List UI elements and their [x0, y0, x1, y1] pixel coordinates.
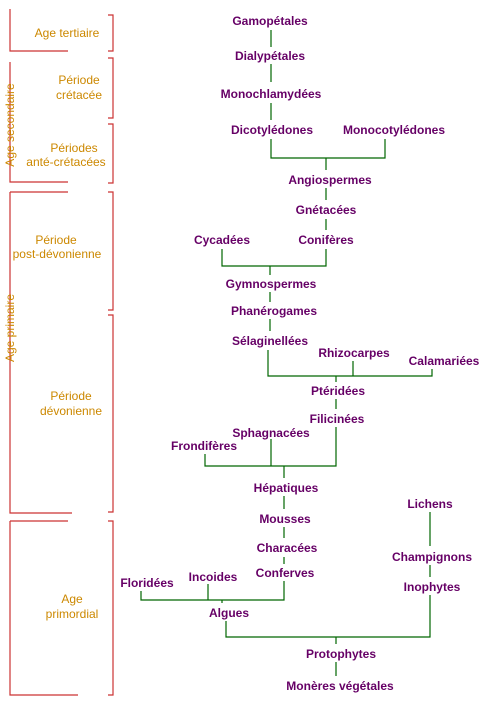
- tree-nodes: Gamopétales Dialypétales Monochlamydées …: [120, 14, 479, 693]
- node-coniferes: Conifères: [298, 233, 354, 247]
- node-gamopetales: Gamopétales: [232, 14, 308, 28]
- edge-protophytes-fork: [225, 595, 431, 644]
- node-selaginellees: Sélaginellées: [232, 334, 308, 348]
- node-angiospermes: Angiospermes: [288, 173, 372, 187]
- era-age-tertiaire: Age tertiaire: [35, 26, 100, 40]
- node-conferves: Conferves: [256, 566, 315, 580]
- node-phanerogames: Phanérogames: [231, 304, 317, 318]
- bracket-age-tertiaire-right: [108, 14, 114, 52]
- node-dicotyledones: Dicotylédones: [231, 123, 313, 137]
- node-moneres-vegetales: Monères végétales: [286, 679, 394, 693]
- era-brackets: [9, 9, 114, 696]
- era-age-secondaire: Age secondaire: [3, 83, 17, 167]
- era-cretacee-line2: crétacée: [56, 88, 102, 102]
- node-monocotyledones: Monocotylédones: [343, 123, 445, 137]
- node-rhizocarpes: Rhizocarpes: [318, 346, 390, 360]
- node-frondiferes: Frondifères: [171, 439, 237, 453]
- bracket-age-primaire: [9, 191, 72, 514]
- node-gnetacees: Gnétacées: [296, 203, 357, 217]
- node-dialypetales: Dialypétales: [235, 49, 305, 63]
- era-ante-cretacees-line2: anté-crétacées: [26, 155, 105, 169]
- edge-pteridees-fork: [267, 350, 433, 382]
- edge-gymnospermes-fork: [221, 249, 327, 275]
- era-labels: Age tertiaire Age secondaire Période cré…: [3, 26, 106, 621]
- edge-hepatiques-fork: [204, 427, 337, 478]
- node-incoides: Incoides: [189, 570, 238, 584]
- era-cretacee-line1: Période: [58, 73, 100, 87]
- node-champignons: Champignons: [392, 550, 472, 564]
- edge-algues-fork: [140, 581, 285, 603]
- edge-angiospermes-fork: [270, 139, 386, 170]
- node-inophytes: Inophytes: [404, 580, 461, 594]
- bracket-age-primordial-right: [108, 520, 114, 696]
- node-floridees: Floridées: [120, 576, 174, 590]
- node-characees: Characées: [257, 541, 318, 555]
- node-protophytes: Protophytes: [306, 647, 376, 661]
- node-filicinees: Filicinées: [310, 412, 365, 426]
- era-post-devonienne-line2: post-dévonienne: [13, 247, 102, 261]
- bracket-age-tertiaire-left: [9, 9, 68, 52]
- bracket-age-primordial-left: [9, 520, 78, 696]
- era-age-primaire: Age primaire: [3, 294, 17, 362]
- era-age-primordial-line1: Age: [61, 592, 83, 606]
- node-calamariees: Calamariées: [409, 354, 480, 368]
- era-devonienne-line2: dévonienne: [40, 404, 102, 418]
- tree-edges: [140, 30, 433, 676]
- era-devonienne-line1: Période: [50, 389, 92, 403]
- node-lichens: Lichens: [407, 497, 453, 511]
- node-mousses: Mousses: [259, 512, 311, 526]
- node-hepatiques: Hépatiques: [254, 481, 319, 495]
- bracket-periode-cretacee: [108, 57, 114, 119]
- bracket-periodes-ante-cretacees: [108, 123, 114, 184]
- node-gymnospermes: Gymnospermes: [226, 277, 317, 291]
- era-age-primordial-line2: primordial: [46, 607, 99, 621]
- era-ante-cretacees-line1: Périodes: [50, 141, 97, 155]
- node-monochlamydees: Monochlamydées: [221, 87, 322, 101]
- bracket-age-secondaire: [9, 62, 68, 183]
- era-post-devonienne-line1: Période: [35, 233, 77, 247]
- bracket-periode-post-devonienne: [108, 191, 114, 311]
- node-algues: Algues: [209, 606, 249, 620]
- node-pteridees: Ptéridées: [311, 384, 365, 398]
- node-cycadees: Cycadées: [194, 233, 250, 247]
- bracket-periode-devonienne: [108, 314, 114, 513]
- node-sphagnacees: Sphagnacées: [232, 426, 310, 440]
